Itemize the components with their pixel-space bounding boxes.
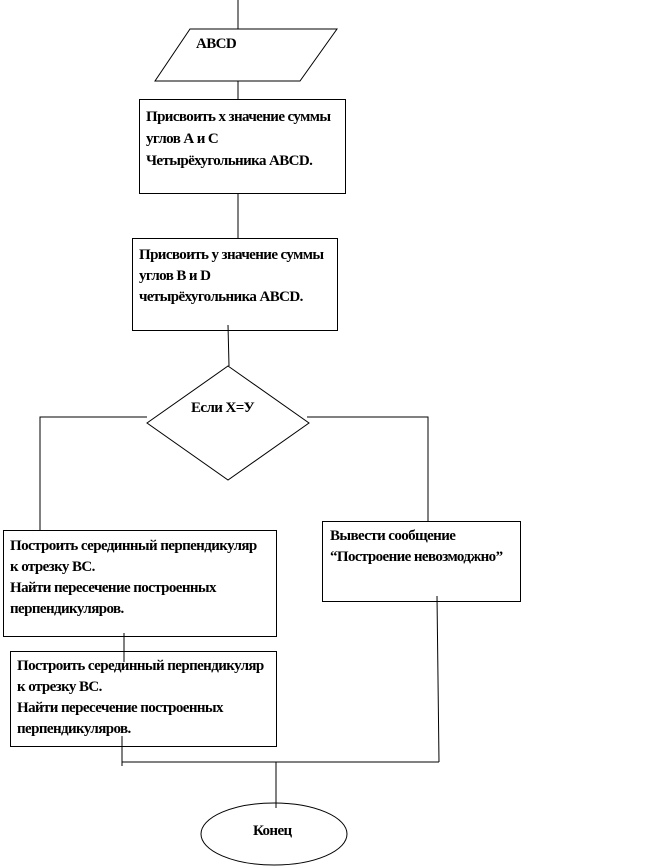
end-ellipse — [200, 802, 348, 866]
yes-box1-line: к отрезку BC. — [10, 559, 95, 575]
yes-box2-line: Найти пересечение построенных — [17, 700, 224, 716]
yes-box2-text: Построить серединный перпендикуляр к отр… — [17, 656, 264, 740]
input-parallelogram — [154, 28, 338, 82]
step1-line: углов А и С — [146, 131, 219, 147]
decision-diamond — [146, 365, 310, 481]
input-label: ABCD — [196, 36, 237, 52]
connector-step2-decision — [227, 324, 230, 367]
yes-box1-text: Построить серединный перпендикуляр к отр… — [10, 536, 257, 620]
yes-box2-line: Построить серединный перпендикуляр — [17, 658, 264, 674]
step2-line: Присвоить у значение суммы — [139, 247, 324, 263]
step2-text: Присвоить у значение суммы углов B и D ч… — [139, 245, 324, 308]
yes-box2-line: к отрезку BC. — [17, 679, 102, 695]
step2-box — [132, 238, 338, 331]
step2-line: углов B и D — [139, 268, 211, 284]
decision-label: Если X=У — [191, 400, 255, 416]
step1-box — [139, 99, 346, 194]
connector-no-branch — [307, 416, 429, 521]
yes-box1-line: Найти пересечение построенных — [10, 580, 217, 596]
yes-box1-line: Построить серединный перпендикуляр — [10, 538, 257, 554]
yes-box2 — [10, 651, 277, 747]
connector-no-merge — [436, 595, 440, 763]
yes-box2-line: перпендикуляров. — [17, 721, 131, 737]
step1-line: Присвоить x значение суммы — [146, 109, 331, 125]
step1-line: Четырёхугольника ABCD. — [146, 153, 313, 169]
no-box-line: Вывести сообщение — [330, 528, 456, 544]
no-box — [322, 521, 521, 602]
step1-text: Присвоить x значение суммы углов А и С Ч… — [146, 106, 331, 172]
no-box-text: Вывести сообщение “Построение невозмоджн… — [330, 526, 503, 568]
step2-line: четырёхугольника ABCD. — [139, 289, 303, 305]
yes-box1-line: перпендикуляров. — [10, 601, 124, 617]
connector-yes-branch — [39, 416, 147, 531]
end-label: Конец — [253, 823, 292, 839]
no-box-line: “Построение невозмоджно” — [330, 549, 503, 565]
yes-box1 — [3, 530, 277, 637]
